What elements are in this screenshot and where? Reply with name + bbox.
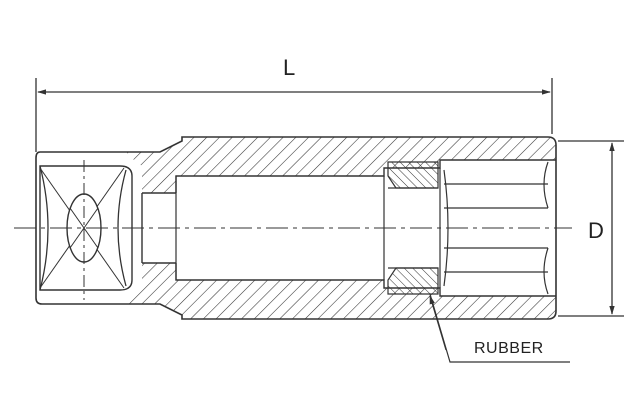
rubber-insert (387, 161, 439, 295)
diameter-label: D (588, 218, 604, 243)
rubber-top (387, 161, 439, 189)
socket-body (35, 136, 557, 320)
bottom-wall-hatch (126, 263, 556, 319)
rubber-leader (429, 293, 570, 363)
square-drive (39, 160, 133, 300)
length-dimension (35, 78, 553, 152)
diameter-dimension (558, 140, 624, 317)
detent-diagonal-2 (69, 207, 99, 249)
drive-curve-right (117, 169, 127, 287)
top-wall-hatch (126, 137, 556, 193)
rubber-bottom (387, 267, 439, 295)
socket-outline (35, 136, 557, 320)
drive-curve-left (39, 165, 49, 291)
leader-arrow-stroke (429, 295, 447, 351)
hex-end-curve-top (543, 161, 549, 209)
rubber-callout-label: RUBBER (474, 340, 544, 357)
hex-socket (443, 161, 549, 295)
hex-end-curve-bottom (543, 247, 549, 295)
length-label: L (283, 55, 296, 80)
